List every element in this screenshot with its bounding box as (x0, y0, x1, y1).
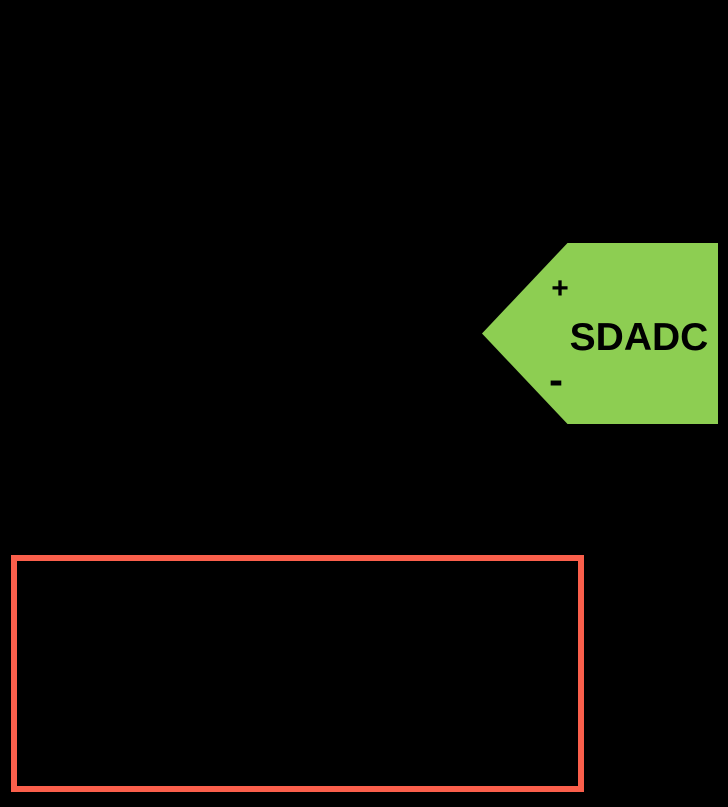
highlight-rectangle (11, 555, 584, 792)
sdadc-block-label: SDADC (570, 316, 709, 359)
sdadc-plus-input-label: + (551, 272, 569, 305)
sdadc-block-shape (482, 243, 718, 424)
sdadc-minus-input-label: - (549, 356, 563, 403)
